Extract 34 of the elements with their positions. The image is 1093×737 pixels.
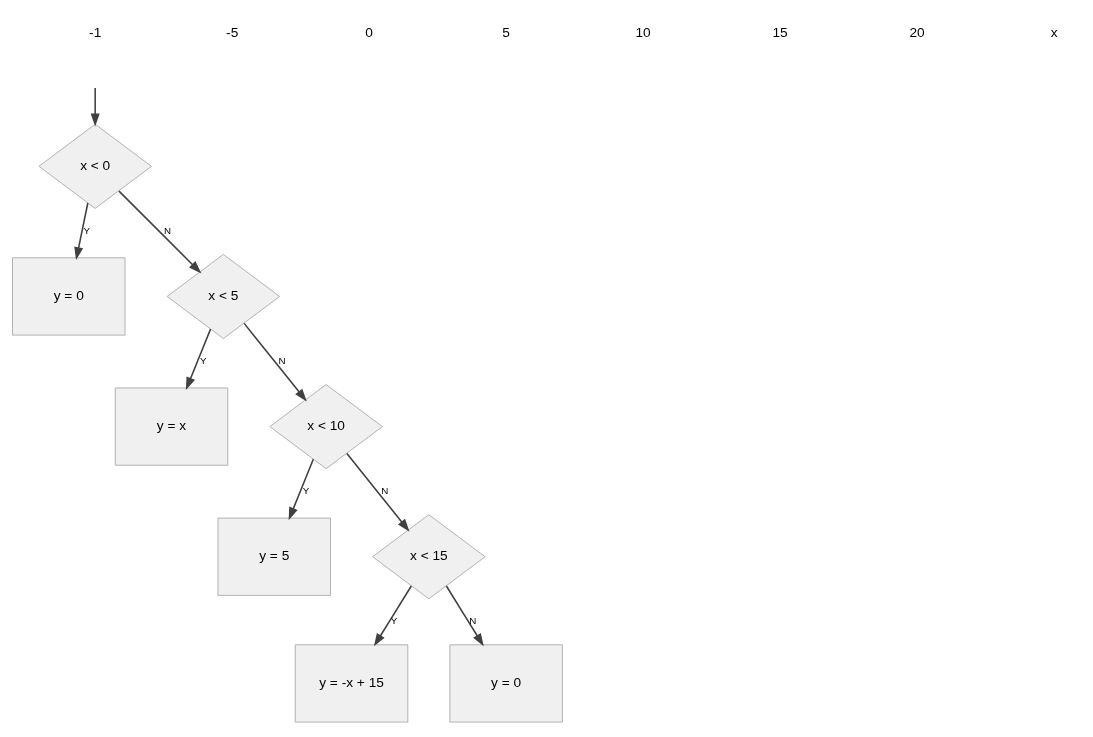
arrow (118, 189, 202, 273)
arrow (243, 322, 307, 402)
node-box: y = 0 (449, 643, 563, 723)
node-diamond: x < 0 (38, 123, 152, 209)
node-box: y = x (114, 386, 229, 466)
arrow (185, 327, 212, 390)
node-diamond: x < 15 (372, 513, 486, 599)
arrow (373, 584, 413, 646)
arrow (346, 452, 410, 532)
node-box: y = -x + 15 (294, 643, 409, 723)
arrow (288, 457, 315, 520)
label: x (1050, 24, 1058, 40)
node-diamond: x < 10 (269, 383, 383, 469)
arrow (445, 584, 484, 646)
label: 15 (772, 24, 788, 40)
edge-label: Y (390, 614, 398, 626)
arrow (74, 201, 89, 260)
edge-label: Y (302, 484, 310, 496)
label: 10 (635, 24, 651, 40)
edge-label: Y (200, 354, 207, 366)
node-box: y = 5 (217, 517, 331, 596)
arrow (90, 86, 100, 126)
label: 0 (365, 24, 373, 40)
label: 5 (502, 24, 510, 40)
edge-label: N (164, 224, 172, 236)
label: -1 (89, 24, 102, 40)
edge-label: Y (83, 224, 91, 236)
node-diamond: x < 5 (166, 253, 281, 339)
node-box: y = 0 (12, 256, 126, 336)
label: -5 (226, 24, 239, 40)
edge-label: N (278, 354, 286, 366)
edge-label: N (381, 484, 389, 496)
edge-label: N (469, 614, 477, 626)
label: 20 (909, 24, 925, 40)
